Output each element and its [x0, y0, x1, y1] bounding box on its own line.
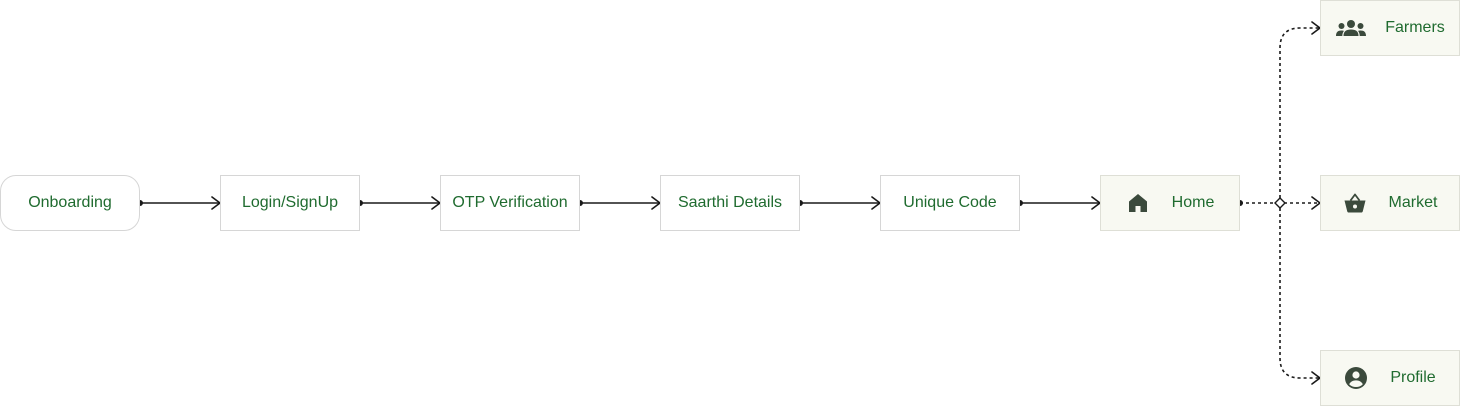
edge-otp-saarthi	[577, 196, 661, 210]
node-farmers[interactable]: Farmers	[1320, 0, 1460, 56]
account-circle-icon	[1344, 366, 1368, 390]
node-label: Unique Code	[903, 194, 997, 211]
edge-saarthi-unique	[797, 196, 881, 210]
node-home[interactable]: Home	[1100, 175, 1240, 231]
node-label: Farmers	[1385, 19, 1445, 36]
node-label: Login/SignUp	[241, 194, 339, 211]
home-icon	[1126, 191, 1150, 215]
edge-unique-home	[1017, 196, 1101, 210]
node-label: Home	[1171, 194, 1215, 211]
group-icon	[1335, 16, 1367, 40]
node-otp-verification[interactable]: OTP Verification	[440, 175, 580, 231]
edge-home-profile	[1279, 208, 1321, 385]
node-label: Saarthi Details	[677, 194, 783, 211]
basket-icon	[1343, 191, 1367, 215]
node-onboarding[interactable]: Onboarding	[0, 175, 140, 231]
node-label: Onboarding	[28, 194, 112, 211]
node-login-signup[interactable]: Login/SignUp	[220, 175, 360, 231]
node-unique-code[interactable]: Unique Code	[880, 175, 1020, 231]
node-label: Profile	[1390, 369, 1436, 386]
edge-onboarding-login	[137, 196, 221, 210]
edge-home-farmers	[1279, 21, 1321, 198]
node-saarthi-details[interactable]: Saarthi Details	[660, 175, 800, 231]
branch-junction-diamond	[1274, 197, 1286, 209]
node-market[interactable]: Market	[1320, 175, 1460, 231]
node-label: Market	[1388, 194, 1438, 211]
node-profile[interactable]: Profile	[1320, 350, 1460, 406]
node-label: OTP Verification	[452, 194, 568, 211]
edge-home-branch	[1237, 200, 1275, 206]
edge-login-otp	[357, 196, 441, 210]
